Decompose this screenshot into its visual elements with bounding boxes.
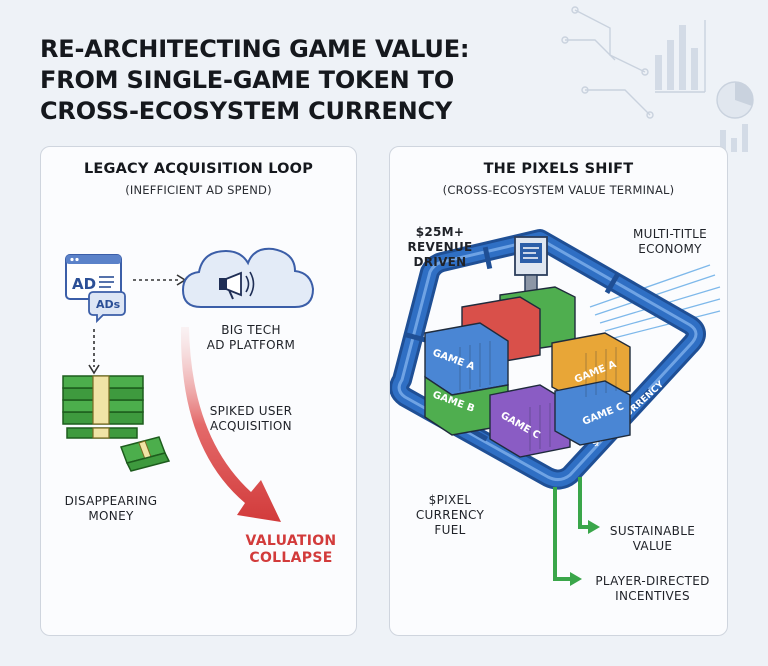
incentives-label: PLAYER-DIRECTED INCENTIVES: [595, 574, 710, 603]
economy-label: MULTI-TITLE ECONOMY: [632, 227, 708, 256]
ad-window-icon: AD: [65, 254, 122, 300]
ads-bubble-text: ADs: [96, 298, 121, 311]
legacy-loop-illustration: AD ADs: [62, 247, 315, 522]
title-line-1: RE-ARCHITECTING GAME VALUE:: [40, 35, 470, 63]
legacy-heading: LEGACY ACQUISITION LOOP: [83, 161, 314, 177]
pixels-terminal-illustration: $PIXEL CURRENCY: [390, 229, 721, 586]
pixels-shift-panel: THE PIXELS SHIFT (CROSS-ECOSYSTEM VALUE …: [389, 146, 728, 636]
pixels-heading: THE PIXELS SHIFT: [483, 161, 634, 177]
money-stack-icon: [62, 375, 144, 439]
spike-label: SPIKED USER ACQUISITION: [209, 404, 293, 433]
title-line-3: CROSS-ECOSYSTEM CURRENCY: [40, 97, 453, 125]
fuel-label: $PIXEL CURRENCY FUEL: [415, 493, 485, 537]
legacy-subheading: (INEFFICIENT AD SPEND): [125, 183, 272, 197]
sustainable-label: SUSTAINABLE VALUE: [609, 524, 696, 553]
background-chart-decoration: [561, 6, 754, 152]
pixels-subheading: (CROSS-ECOSYSTEM VALUE TERMINAL): [442, 183, 675, 197]
legacy-loop-panel: LEGACY ACQUISITION LOOP (INEFFICIENT AD …: [40, 146, 357, 636]
spike-collapse-arrow: [180, 327, 281, 522]
title-line-2: FROM SINGLE-GAME TOKEN TO: [40, 66, 455, 94]
collapse-label: VALUATION COLLAPSE: [245, 533, 337, 566]
pixel-currency-pipe: $PIXEL CURRENCY: [390, 229, 706, 490]
revenue-label: $25M+ REVENUE DRIVEN: [407, 225, 473, 269]
money-label: DISAPPEARING MONEY: [64, 494, 158, 523]
big-tech-cloud-icon: [181, 247, 315, 308]
ad-window-text: AD: [72, 275, 96, 293]
terminal-monitor-icon: [514, 236, 548, 296]
platform-label: BIG TECH AD PLATFORM: [206, 323, 296, 352]
green-output-arrows: [553, 477, 590, 581]
ads-bubble-icon: ADs: [88, 291, 126, 324]
flying-money-icon: [120, 436, 171, 472]
page-title: RE-ARCHITECTING GAME VALUE: FROM SINGLE-…: [40, 34, 600, 127]
